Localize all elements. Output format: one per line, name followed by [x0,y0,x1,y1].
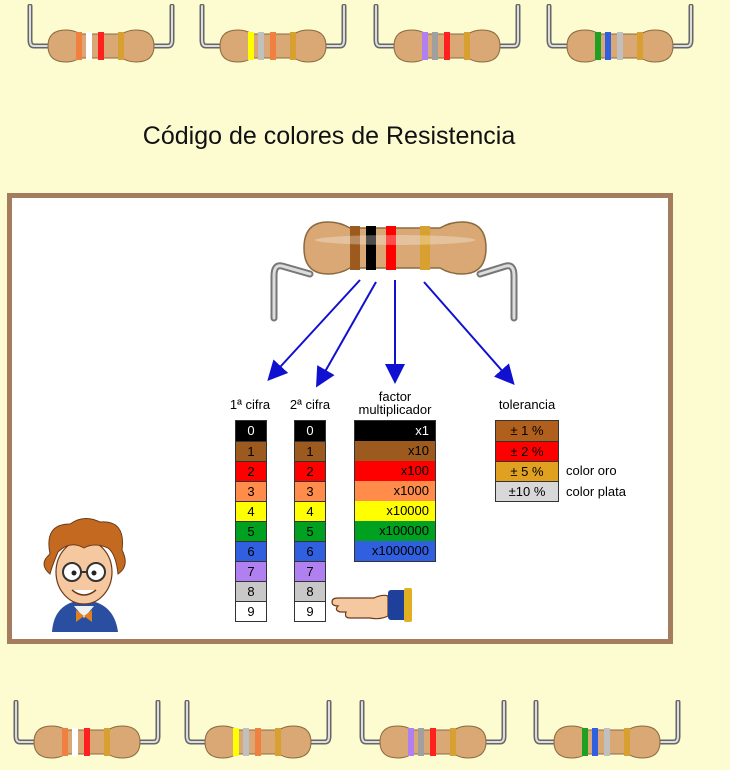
digit2-cell: 7 [295,561,325,581]
digit2-header: 2ª cifra [289,397,331,412]
digit2-cell: 3 [295,481,325,501]
tolerance-note-gold: color oro [566,463,617,478]
tolerance-cell: ± 5 % [496,461,558,481]
resistor-icon [183,700,333,770]
digit1-cell: 6 [236,541,266,561]
resistor-icon [545,4,695,74]
digit2-cell: 5 [295,521,325,541]
digit1-cell: 7 [236,561,266,581]
tolerance-cell: ± 2 % [496,441,558,461]
digit1-cell: 1 [236,441,266,461]
tolerance-column: ± 1 %± 2 %± 5 %±10 % [495,420,559,502]
digit2-cell: 4 [295,501,325,521]
page-title: Código de colores de Resistencia [142,122,516,150]
digit1-header: 1ª cifra [229,397,271,412]
digit2-cell: 9 [295,601,325,621]
digit1-cell: 5 [236,521,266,541]
digit2-cell: 8 [295,581,325,601]
tolerance-header: tolerancia [498,397,556,412]
digit2-cell: 2 [295,461,325,481]
multiplier-cell: x100 [355,461,435,481]
pointing-hand-icon [330,584,420,624]
multiplier-cell: x1000 [355,481,435,501]
digit1-cell: 9 [236,601,266,621]
multiplier-cell: x10 [355,441,435,461]
multiplier-header-line1: factor [378,389,412,404]
tolerance-cell: ± 1 % [496,421,558,441]
main-resistor-icon [270,218,520,333]
resistor-icon [12,700,162,770]
multiplier-cell: x1000000 [355,541,435,561]
digit1-cell: 8 [236,581,266,601]
professor-icon [34,514,134,632]
multiplier-cell: x1 [355,421,435,441]
digit1-cell: 0 [236,421,266,441]
multiplier-cell: x10000 [355,501,435,521]
digit1-cell: 4 [236,501,266,521]
digit2-cell: 6 [295,541,325,561]
tolerance-note-silver: color plata [566,484,626,499]
resistor-icon [532,700,682,770]
resistor-icon [358,700,508,770]
resistor-icon [26,4,176,74]
digit1-cell: 2 [236,461,266,481]
multiplier-header: factor multiplicador [350,390,440,416]
tolerance-cell: ±10 % [496,481,558,501]
digit1-cell: 3 [236,481,266,501]
digit2-cell: 1 [295,441,325,461]
multiplier-header-line2: multiplicador [358,402,432,417]
resistor-icon [372,4,522,74]
resistor-icon [198,4,348,74]
digit2-cell: 0 [295,421,325,441]
multiplier-cell: x100000 [355,521,435,541]
